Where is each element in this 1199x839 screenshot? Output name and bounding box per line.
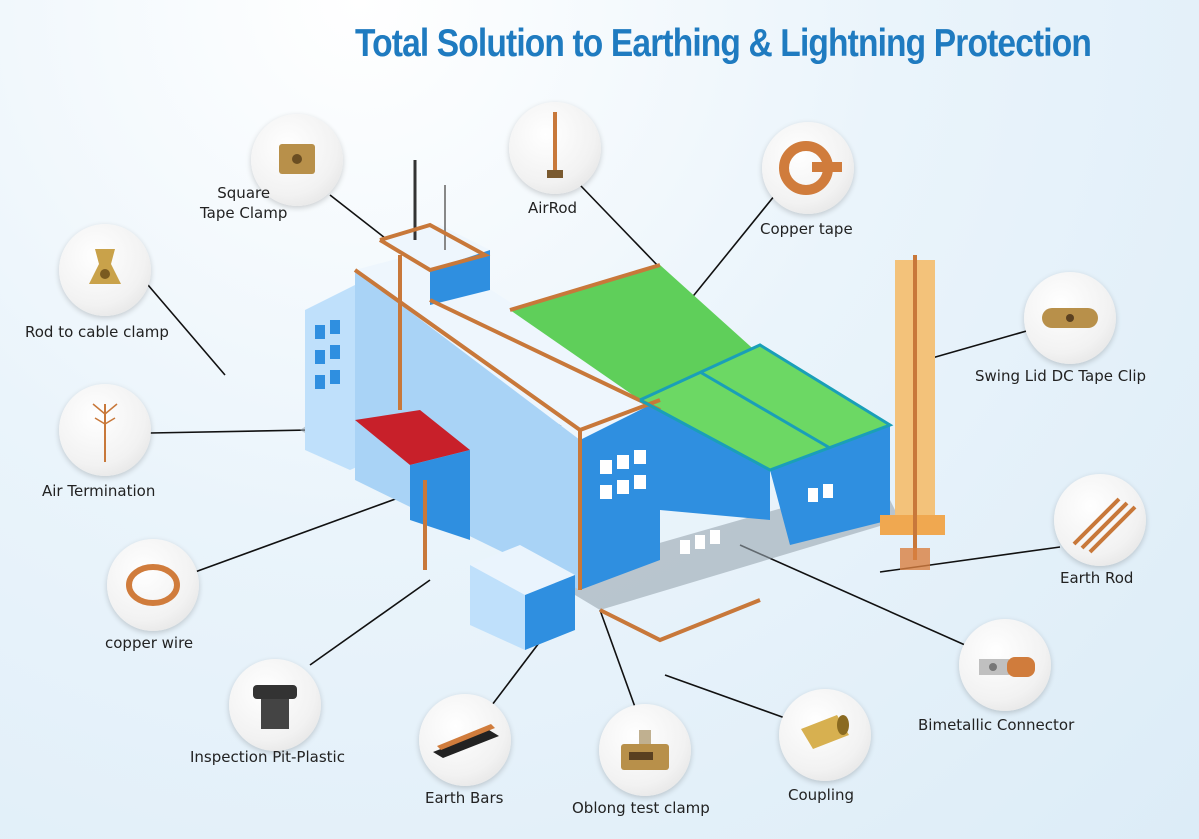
earth-bar-icon <box>433 724 499 758</box>
copper-conductors <box>353 222 761 643</box>
bimetallic-connector-image <box>959 619 1051 711</box>
label-inspection-pit-plastic: Inspection Pit-Plastic <box>190 748 345 766</box>
bimetallic-connector-icon <box>979 657 1035 677</box>
label-copper-wire: copper wire <box>105 634 194 652</box>
coupling-image <box>779 689 871 781</box>
label-line: Tape Clamp <box>200 204 288 222</box>
copper-wire-image <box>107 539 199 631</box>
label-bimetallic-connector: Bimetallic Connector <box>918 716 1075 734</box>
copper-tape-icon <box>779 141 842 195</box>
inspection-pit-plastic-image <box>229 659 321 751</box>
tape-clip-icon <box>1042 308 1098 328</box>
square-tape-clamp-image <box>251 114 343 206</box>
green-roof <box>510 265 760 400</box>
earth-rod-image <box>1054 474 1146 566</box>
copper-tape-image <box>762 122 854 214</box>
label-coupling: Coupling <box>788 786 855 804</box>
label-air-termination: Air Termination <box>42 482 156 500</box>
inspection-pit-icon <box>253 685 297 729</box>
coupling-icon <box>801 715 849 749</box>
square-tape-clamp-icon <box>279 144 315 174</box>
label-earth-rod: Earth Rod <box>1060 569 1134 587</box>
label-rod-to-cable-clamp: Rod to cable clamp <box>25 323 169 341</box>
main-building <box>355 270 580 590</box>
oblong-test-clamp-image <box>599 704 691 796</box>
label-square-tape-clamp: Square Tape Clamp <box>200 183 287 223</box>
page-title: Total Solution to Earthing & Lightning P… <box>355 22 1092 65</box>
air-termination-image <box>59 384 151 476</box>
label-swing-lid-dc-tape-clip: Swing Lid DC Tape Clip <box>975 367 1147 385</box>
air-termination-icon <box>92 403 118 462</box>
red-canopy <box>355 410 470 465</box>
label-copper-tape: Copper tape <box>760 220 853 238</box>
earth-bars-image <box>419 694 511 786</box>
label-air-rod: AirRod <box>528 199 578 217</box>
label-oblong-test-clamp: Oblong test clamp <box>572 799 710 817</box>
air-rod-icon <box>547 112 563 178</box>
test-clamp-icon <box>621 730 669 770</box>
rod-to-cable-clamp-icon <box>89 249 121 284</box>
rod-to-cable-clamp-image <box>59 224 151 316</box>
swing-lid-dc-tape-clip-image <box>1024 272 1116 364</box>
copper-wire-icon <box>126 564 180 606</box>
air-rod-image <box>509 102 601 194</box>
label-earth-bars: Earth Bars <box>425 789 504 807</box>
earth-rod-icon <box>1072 497 1137 554</box>
label-line: Square <box>217 184 271 202</box>
